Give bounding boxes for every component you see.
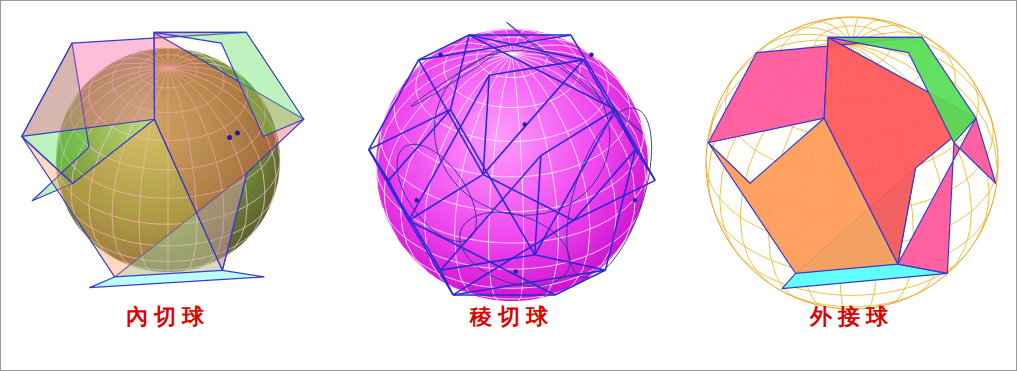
- dodecahedron-face: [154, 32, 304, 136]
- tangent-point: [438, 53, 442, 57]
- dodecahedron-face: [154, 32, 304, 270]
- dodecahedron-edge: [483, 174, 573, 220]
- tangent-circle: [507, 22, 643, 133]
- dodecahedron-edge: [369, 60, 419, 150]
- sphere-panel: [22, 32, 304, 287]
- tangent-point: [633, 198, 637, 202]
- dodecahedron-edge: [489, 60, 583, 75]
- dodecahedron-face: [898, 118, 996, 273]
- dodecahedron-face: [828, 37, 976, 142]
- dodecahedron-edge: [615, 110, 655, 181]
- dodecahedron-edge: [409, 174, 483, 220]
- dodecahedron-edge: [441, 270, 453, 295]
- tangent-point: [227, 135, 232, 140]
- sphere-grid: [706, 17, 998, 309]
- tangent-point: [235, 131, 240, 136]
- dodecahedron-edge: [369, 150, 389, 181]
- dodecahedron-edge: [571, 35, 615, 109]
- dodecahedron-edge: [483, 60, 583, 175]
- sphere-panel: [369, 22, 655, 301]
- tangent-circle: [411, 49, 500, 106]
- panels: [22, 17, 998, 309]
- tangent-point: [414, 198, 418, 202]
- sphere-caption: 稜切球: [470, 302, 554, 332]
- dodecahedron-edge: [453, 270, 605, 295]
- tangent-point: [589, 53, 593, 57]
- sphere-caption: 內切球: [126, 302, 210, 332]
- tangent-circle: [434, 51, 610, 216]
- dodecahedron-edge: [419, 35, 469, 60]
- dodecahedron-edge: [409, 220, 555, 294]
- tangent-point: [523, 122, 527, 126]
- dodecahedron-edge: [409, 75, 490, 220]
- dodecahedron-edge: [483, 75, 489, 174]
- dodecahedron-edge: [535, 110, 616, 255]
- dodecahedron-edge: [469, 35, 615, 109]
- sphere-panel: [706, 17, 998, 309]
- dodecahedron-edge: [369, 110, 451, 150]
- dodecahedron-edge: [541, 110, 615, 156]
- sphere: [706, 17, 998, 309]
- sphere: [376, 29, 648, 301]
- dodecahedron-edge: [441, 255, 535, 270]
- dodecahedron-edge: [369, 150, 409, 221]
- tangent-circle: [567, 108, 652, 278]
- dodecahedron-edge: [369, 150, 441, 270]
- dodecahedron-edge: [453, 294, 555, 296]
- tangent-circle: [397, 144, 476, 241]
- sphere-grid: [376, 29, 648, 301]
- dodecahedron-edge: [389, 180, 409, 220]
- dodecahedron-edge: [535, 156, 541, 255]
- tangent-point: [514, 269, 518, 273]
- dodecahedron-edge: [605, 150, 635, 270]
- sphere-caption: 外接球: [810, 302, 894, 332]
- dodecahedron-edge: [419, 60, 484, 175]
